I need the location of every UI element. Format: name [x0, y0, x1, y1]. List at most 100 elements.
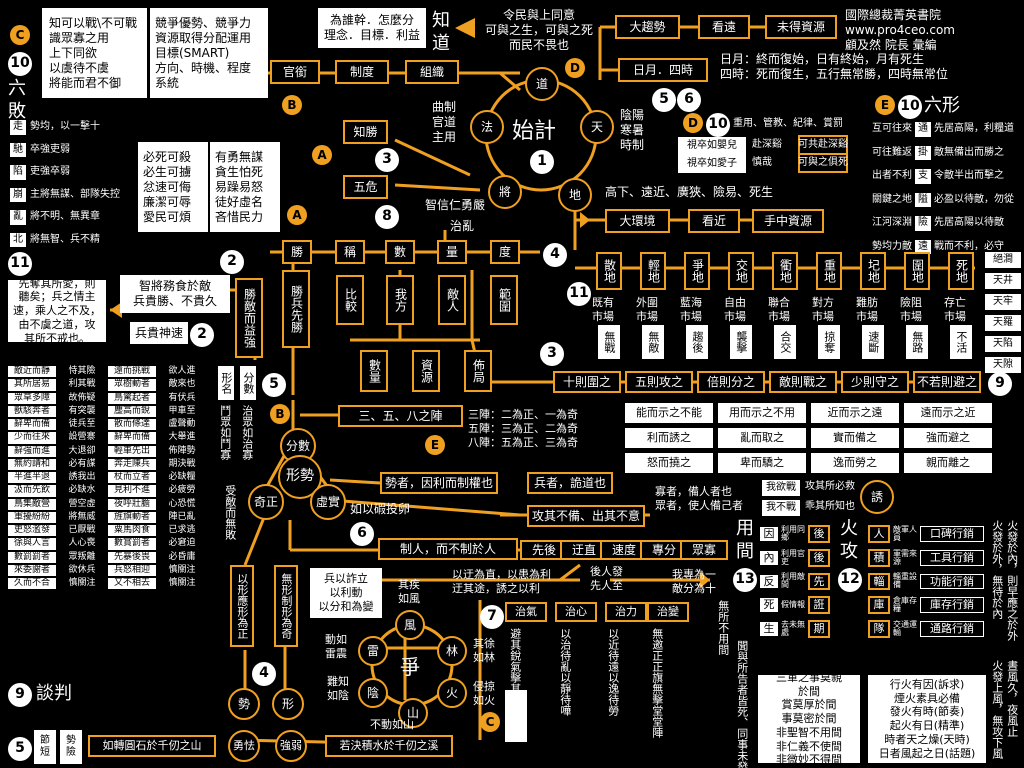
- number-3b-badge: 3: [540, 342, 564, 366]
- see-near-box: 看近: [688, 209, 740, 233]
- negotiation-row: 半進半退誘我出杖而立者必缺糧: [8, 472, 210, 484]
- negotiation-row: 辭強而進大退卻輕車先出佈陣勢: [8, 445, 210, 457]
- node-jiang[interactable]: 將: [488, 175, 522, 209]
- node-dao[interactable]: 道: [525, 67, 559, 101]
- formations: 三陣：二為正、一為奇 五陣：三為正、二為奇 八陣：五為正、三為奇: [468, 408, 578, 449]
- market-5: 聯合 市場: [768, 296, 790, 323]
- can-venture: 可共赴深谿: [798, 135, 848, 155]
- negotiation-cell: 數賞罰者: [108, 538, 156, 550]
- negotiation-cell: 大舉進: [168, 432, 196, 443]
- number-6b-badge: 6: [350, 522, 374, 546]
- prepare-quote-box: 先奪其所愛，則 聽矣；兵之情主 速，乘人之不及， 由不虞之道，攻 其所不戒也。: [8, 277, 106, 345]
- system-box: 制度: [335, 60, 389, 84]
- node-fire: 火: [437, 678, 467, 708]
- number-5-badge: 5: [652, 88, 676, 112]
- negotiation-table: 敵近而靜恃其險遠而挑戰欲人進其所居易利其戰眾樹動者敵來也眾草多障故佈疑鳥驚起者有…: [8, 366, 210, 591]
- number-10-badge: 10: [8, 52, 32, 76]
- box-shi-xian: 勢 險: [60, 730, 82, 764]
- six-defeats-title: 六敗: [8, 78, 26, 122]
- fire-row: 輜輜重設備功能行銷: [868, 572, 988, 591]
- spy-type: 內: [760, 550, 778, 565]
- war-deceit: 兵者，詭道也: [527, 472, 613, 494]
- node-fa[interactable]: 法: [470, 110, 504, 144]
- number-4-badge: 4: [543, 243, 567, 267]
- spies-note-2: 聞與所告者皆死、同事未發而先聞者: [735, 640, 749, 768]
- terrain-4: 交地: [728, 252, 754, 290]
- shi-control: 勢者，因利而制權也: [380, 472, 498, 494]
- market-8: 險阻 市場: [900, 296, 922, 323]
- negotiation-cell: 必缺水: [68, 485, 96, 496]
- terrain-1: 散地: [596, 252, 622, 290]
- defeat-1: 走勢均，以一擊十: [10, 118, 130, 135]
- edge-2: 天井: [985, 273, 1021, 289]
- negotiation-cell: 少而往來: [8, 432, 56, 444]
- action-7: 速斷: [862, 325, 884, 359]
- letter-c-badge: C: [10, 25, 30, 45]
- control-qi: 治氣: [505, 602, 547, 622]
- market-6: 對方 市場: [812, 296, 834, 323]
- fire-row: 積軍需來源工具行銷: [868, 548, 988, 567]
- xin-body: 以治待亂以靜待嘩: [558, 628, 572, 716]
- spy-row: 死假情報誑: [760, 596, 835, 614]
- fire-row: 隊交通運輸通路行銷: [868, 620, 988, 638]
- negotiation-cell: 軍擾紛紛: [8, 511, 56, 523]
- negotiation-row: 軍擾紛紛將無威旌旗動者陣已亂: [8, 511, 210, 523]
- node-tian[interactable]: 天: [580, 110, 614, 144]
- fire-desc: 輜重設備: [893, 572, 917, 590]
- market-9: 存亡 市場: [944, 296, 966, 323]
- shape-number-box: 分數: [240, 366, 256, 400]
- tactic-5: 少則守之: [841, 371, 909, 393]
- speed-box: 兵貴神速: [130, 322, 188, 344]
- number-2-badge: 2: [220, 250, 244, 274]
- number-13-badge: 13: [733, 568, 757, 592]
- govern-many: 治眾如治寡: [240, 405, 254, 460]
- step-first: 先後: [520, 540, 568, 560]
- node-shi: 勢: [228, 688, 260, 720]
- node-di[interactable]: 地: [558, 178, 592, 212]
- negotiation-cell: 又不相去: [108, 578, 156, 590]
- negotiation-cell: 人心喪: [68, 538, 96, 549]
- negotiation-cell: 慎關注: [168, 564, 196, 575]
- i-no-war: 我不戰: [762, 500, 800, 516]
- negotiation-cell: 杖而立者: [108, 472, 156, 484]
- negotiation-row: 數罰罰者眾叛離先暴後畏必昏庸: [8, 551, 210, 563]
- current-resource-box: 手中資源: [752, 209, 824, 233]
- action-3: 趨後: [686, 325, 708, 359]
- negotiation-cell: 粟馬肉食: [108, 525, 156, 537]
- fire-marketing: 功能行銷: [920, 573, 984, 590]
- spy-order: 後: [808, 525, 830, 543]
- quick-wind: 其疾 如風: [398, 578, 420, 605]
- negotiation-cell: 設營寨: [68, 432, 96, 443]
- negotiation-cell: 將無威: [68, 511, 96, 522]
- negotiation-row: 徐與人言人心喪數賞罰者必窘迫: [8, 538, 210, 550]
- fire-row: 庫倉庫存糧庫存行銷: [868, 596, 988, 614]
- negotiation-cell: 必有謀: [68, 458, 96, 469]
- fire-note-3: 晝風久，夜風止: [1005, 660, 1019, 737]
- negotiation-cell: 夜呼壯膽: [108, 498, 156, 510]
- market-2: 外圍 市場: [636, 296, 658, 323]
- fire-desc: 軍需來源: [893, 548, 917, 566]
- negotiation-cell: 必缺糧: [168, 472, 196, 482]
- big-env-box: 大環境: [605, 209, 670, 233]
- fire-type: 人: [868, 525, 890, 543]
- negotiation-row: 鳥集敵營營空虛夜呼壯膽心恐慌: [8, 498, 210, 510]
- see-as-child: 視卒如愛子: [678, 155, 746, 173]
- bian-body: 無邀正正旗無擊堂堂陣: [650, 628, 664, 738]
- deceive-11: 逸而勞之: [811, 453, 899, 473]
- edge-3: 天牢: [985, 294, 1021, 310]
- fire-type: 輜: [868, 572, 890, 591]
- wise-general-box: 智將務食於敵 兵貴勝、不貴久: [120, 275, 230, 313]
- negotiation-row: 汲而先飲必缺水見利不進必疲勞: [8, 485, 210, 497]
- spy-desc: 假情報: [781, 600, 805, 610]
- negotiation-cell: 兵怒相迎: [108, 564, 156, 576]
- market-7: 難肪 市場: [856, 296, 878, 323]
- number-7-badge: 7: [480, 605, 504, 629]
- negotiation-row: 辭卑而備徒兵至散而條達盧聲動: [8, 419, 210, 431]
- node-yin: 陰: [358, 678, 388, 708]
- compete-center: 爭: [400, 655, 420, 679]
- sun-moon-text: 日月：終而復始，日有終始，月有死生 四時：死而復生，五行無常勝，四時無常位: [720, 52, 949, 81]
- node-cheng: 稱: [335, 240, 365, 264]
- sun-moon-box: 日月．四時: [618, 58, 708, 82]
- control-xin: 治心: [555, 602, 597, 622]
- i-attack-text: 攻其所必救: [805, 481, 855, 492]
